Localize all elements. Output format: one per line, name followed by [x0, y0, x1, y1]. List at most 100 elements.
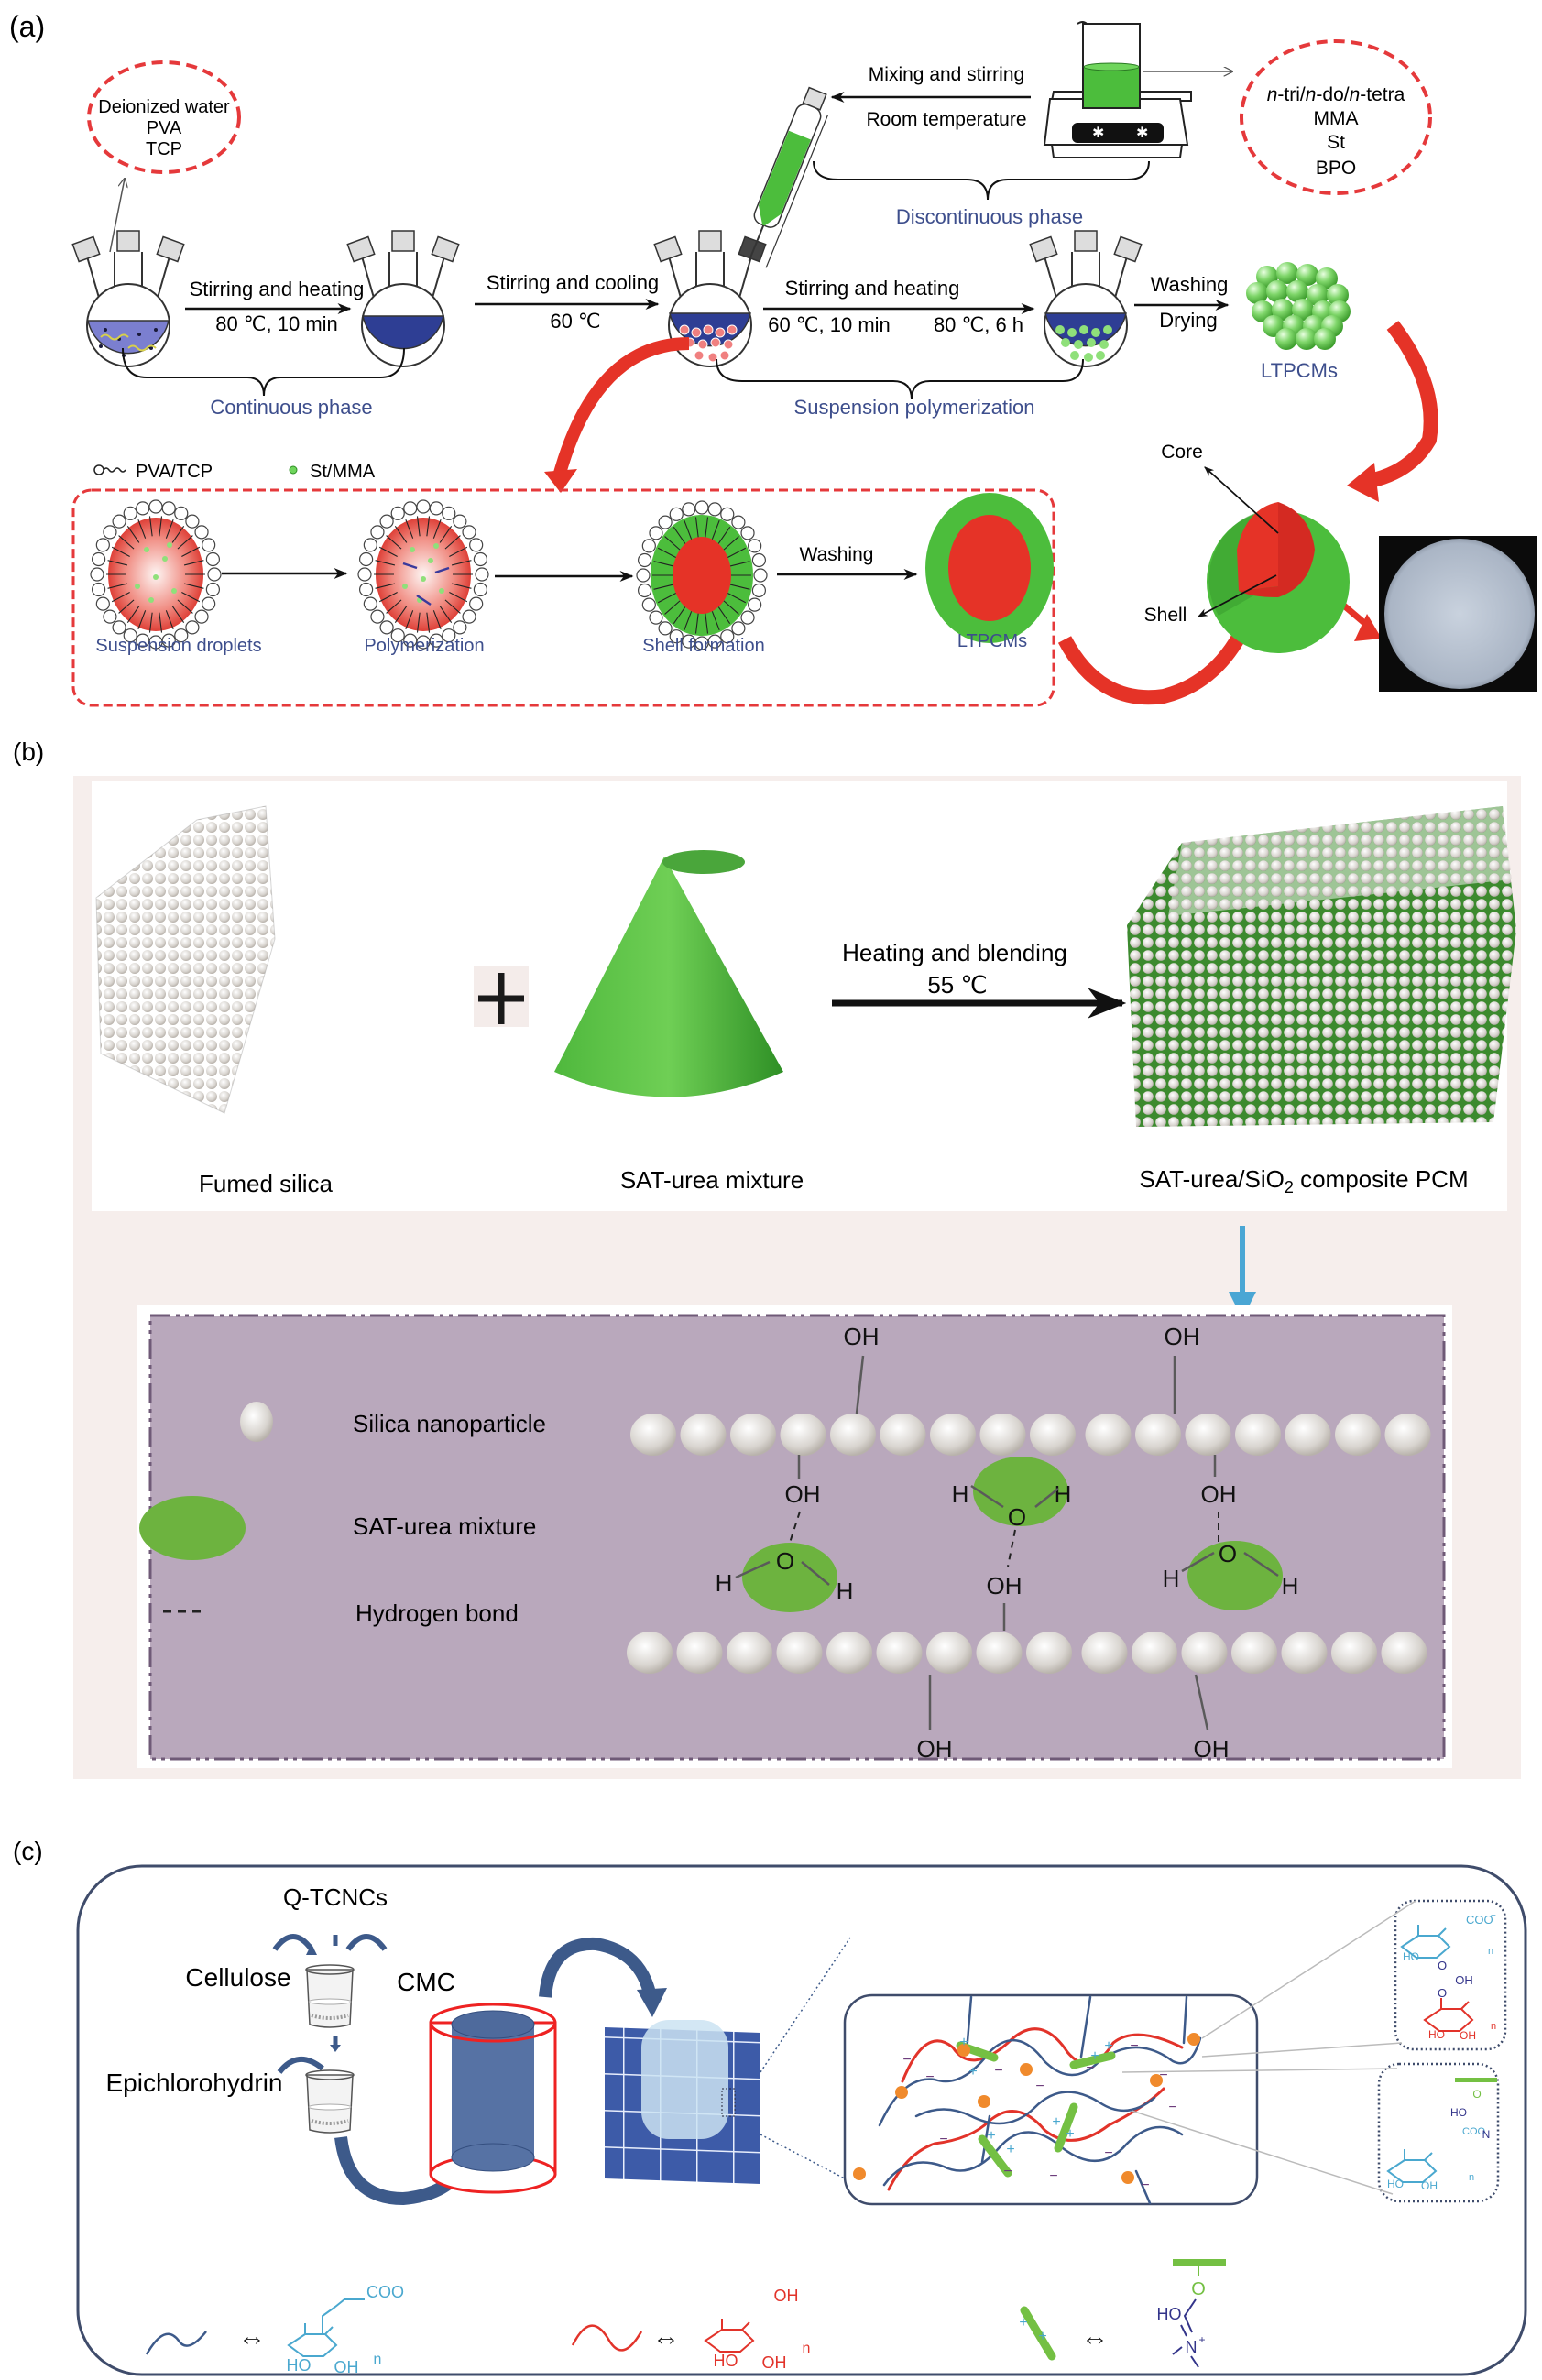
surfactant-head — [123, 506, 137, 520]
surfactant-head — [473, 551, 487, 567]
ltpcm-bead — [1327, 284, 1349, 306]
surfactant-head — [748, 597, 762, 612]
silica-particle — [1384, 1414, 1431, 1456]
surfactant-tail — [177, 599, 193, 614]
surfactant-tail — [181, 546, 201, 557]
surfactant-head — [469, 538, 484, 552]
red-arrow-to-core-shell — [1368, 321, 1438, 488]
surfactant-head — [103, 525, 117, 540]
monomer-dot — [439, 588, 444, 594]
oh-label: OH — [785, 1480, 821, 1508]
hydrogen-bond — [1007, 1529, 1016, 1567]
surfactant-head — [720, 507, 735, 521]
beaker-2-icon — [305, 2069, 355, 2134]
n-label: N — [1482, 2128, 1491, 2141]
panel-b: (b) Fumed silica SAT-urea mixture Heatin… — [13, 737, 1521, 1779]
legend-red-chain — [571, 2324, 643, 2352]
water-h: H — [1055, 1480, 1072, 1508]
final-core — [948, 515, 1031, 621]
minus-charge: − — [1104, 2145, 1112, 2161]
zoom-line-detail — [1201, 2042, 1403, 2058]
svg-text:✱: ✱ — [1136, 126, 1148, 141]
hydrogel-photo — [605, 2020, 760, 2184]
crosslink-node — [1150, 2074, 1163, 2087]
mech-washing: Washing — [800, 544, 874, 565]
monomer-dot — [433, 543, 439, 549]
n-label: n — [1488, 1946, 1493, 1957]
silica-particle — [1026, 1632, 1072, 1674]
surfactant-tail — [394, 526, 408, 543]
ltpcm-bead — [1296, 328, 1318, 350]
ltpcm-photo — [1379, 536, 1537, 692]
surfactant-tail — [118, 599, 135, 614]
water-o: O — [1219, 1540, 1237, 1567]
surfactant-head — [174, 628, 189, 643]
step-1-top: Stirring and heating — [190, 278, 365, 300]
coo-charge: − — [1491, 1911, 1496, 1921]
crosslink-node — [978, 2095, 990, 2108]
ho-label: HO — [287, 2356, 312, 2375]
plus-charge: + — [968, 2064, 977, 2080]
legend-pva-tcp-label: PVA/TCP — [136, 462, 213, 482]
surfactant-head — [720, 629, 735, 644]
core-layer — [673, 537, 731, 614]
o-label: O — [1438, 1986, 1447, 2000]
step-3-top: Stirring and heating — [785, 277, 960, 300]
o-label: O — [1438, 1959, 1447, 1972]
monomer-dot — [153, 574, 159, 580]
surfactant-tail — [148, 612, 153, 633]
surfactant-tail — [664, 536, 681, 551]
surfactant-tail — [723, 536, 739, 551]
surfactant-tail — [159, 516, 163, 537]
blue-branch — [965, 1995, 1188, 2205]
silica-particle — [1335, 1414, 1381, 1456]
oh-label: OH — [762, 2353, 787, 2372]
core-pointer — [1204, 466, 1279, 534]
silica-particle — [680, 1414, 727, 1456]
ltpcm-bead — [1316, 267, 1338, 289]
surfactant-tail — [386, 535, 402, 550]
surfactant-head — [649, 526, 663, 540]
surfactant-tail — [386, 599, 402, 614]
ltpcm-bead — [1286, 280, 1308, 302]
detail-box-ionic — [1377, 2062, 1500, 2203]
surfactant-tail — [444, 535, 461, 550]
silica-particle — [1030, 1414, 1076, 1456]
surfactant-head — [751, 552, 766, 568]
crosslink-node — [1187, 2033, 1200, 2046]
panel-b-label: (b) — [13, 737, 44, 766]
oh-label: OH — [844, 1323, 880, 1350]
mech-label-3: Shell formation — [642, 636, 764, 656]
surfactant-head — [95, 596, 110, 611]
surfactant-tail — [711, 611, 720, 631]
surfactant-head — [194, 609, 209, 624]
surfactant-head — [379, 514, 394, 529]
surfactant-head — [363, 538, 377, 552]
crosslink-node — [1121, 2171, 1134, 2184]
surfactant-head — [753, 568, 768, 583]
monomer-dot — [148, 597, 154, 603]
oh-label: OH — [1201, 1480, 1237, 1508]
ingredient-bpo: BPO — [1316, 158, 1356, 179]
flask-2-icon — [346, 230, 460, 367]
surfactant-head — [161, 501, 176, 516]
surfactant-tail — [111, 546, 130, 557]
surfactant-tail — [694, 517, 699, 538]
cmc-ring — [287, 2323, 338, 2357]
surfactant-tail — [181, 592, 201, 603]
surfactant-tail — [165, 610, 174, 630]
n-label: N — [1186, 2338, 1198, 2356]
surfactant-head — [416, 499, 431, 514]
monomer-dot — [162, 556, 168, 562]
surfactant-head — [694, 500, 709, 515]
step-2-top: Stirring and cooling — [487, 271, 659, 294]
plus-charge: + — [987, 2128, 995, 2144]
continuous-ingredients-bubble — [87, 60, 241, 174]
step-3-bottom-left: 60 ℃, 10 min — [768, 313, 891, 336]
surfactant-head — [669, 629, 684, 644]
surfactant-head — [103, 609, 117, 624]
step-2-bottom: 60 ℃ — [550, 310, 600, 333]
green-rod — [978, 2134, 1012, 2178]
minus-charge: − — [1049, 2168, 1057, 2184]
